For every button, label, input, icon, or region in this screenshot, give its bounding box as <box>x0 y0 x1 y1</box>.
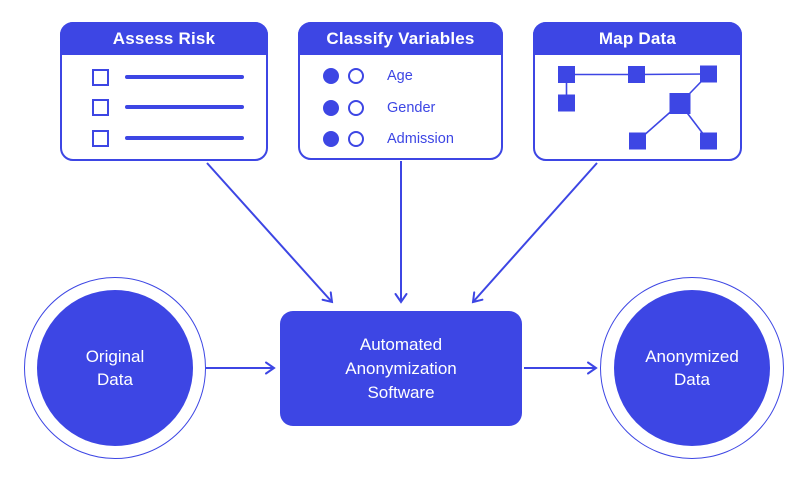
radio-label: Age <box>387 68 413 84</box>
radio-label: Admission <box>387 131 454 147</box>
radio-row-age: Age <box>300 67 501 85</box>
card-assess-risk-title: Assess Risk <box>60 22 268 55</box>
radio-empty-icon <box>348 68 364 84</box>
card-classify-variables-body: Age Gender Admission <box>300 55 501 158</box>
card-assess-risk: Assess Risk <box>60 22 268 161</box>
checkbox-icon <box>92 129 109 147</box>
radio-row-admission: Admission <box>300 130 501 148</box>
arrow-assess-risk-to-software <box>206 162 334 304</box>
radio-empty-icon <box>348 100 364 116</box>
original-data-node: Original Data <box>24 277 206 459</box>
original-data-label-line2: Data <box>97 370 133 389</box>
radio-filled-icon <box>323 68 339 84</box>
radio-filled-icon <box>323 100 339 116</box>
original-data-disc: Original Data <box>37 290 193 446</box>
radio-empty-icon <box>348 131 364 147</box>
anonymized-data-disc: Anonymized Data <box>614 290 770 446</box>
checklist-item <box>62 68 266 86</box>
card-map-data: Map Data <box>533 22 742 161</box>
original-data-label-line1: Original <box>85 347 145 366</box>
text-line-placeholder <box>125 136 244 140</box>
radio-row-gender: Gender <box>300 99 501 117</box>
software-label-line1: Automated <box>359 334 443 354</box>
card-map-data-body <box>535 55 740 159</box>
anonymization-software-box: Automated Anonymization Software <box>280 311 522 426</box>
checklist-item <box>62 98 266 116</box>
checkbox-icon <box>92 68 109 86</box>
text-line-placeholder <box>125 105 244 109</box>
arrow-map-data-to-software <box>471 162 598 304</box>
radio-label: Gender <box>387 100 436 116</box>
software-label-line3: Software <box>367 382 435 402</box>
software-label-line2: Anonymization <box>345 358 457 378</box>
anonymized-data-label-line1: Anonymized <box>645 347 739 366</box>
anonymized-data-label-line2: Data <box>674 370 710 389</box>
card-assess-risk-body <box>62 55 266 159</box>
card-map-data-title: Map Data <box>533 22 742 55</box>
card-classify-variables: Classify Variables Age Gender Admission <box>298 22 503 160</box>
anonymized-data-node: Anonymized Data <box>600 277 784 459</box>
node-graph-icon <box>558 65 717 150</box>
checklist-item <box>62 129 266 147</box>
checkbox-icon <box>92 98 109 116</box>
radio-filled-icon <box>323 131 339 147</box>
card-classify-variables-title: Classify Variables <box>298 22 503 55</box>
text-line-placeholder <box>125 75 244 79</box>
